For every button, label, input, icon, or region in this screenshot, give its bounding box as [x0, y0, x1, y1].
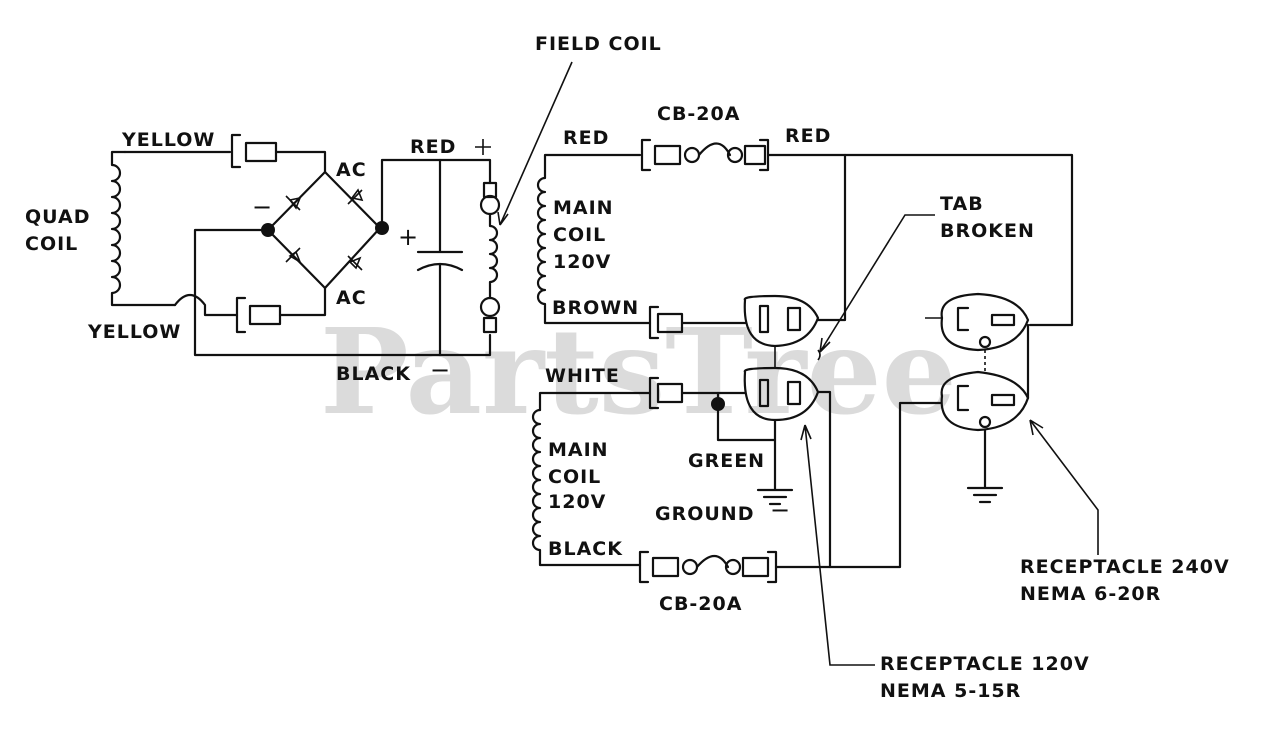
positive-wire: [380, 158, 492, 230]
field-coil-label: FIELD COIL: [535, 33, 662, 55]
ground-label: GROUND: [655, 503, 754, 525]
quad-coil-top-connector: [230, 133, 327, 174]
main-coil-top: [536, 153, 652, 325]
black-line-to-240: [774, 401, 942, 569]
white-connector: [538, 376, 777, 442]
cb-top-label: CB-20A: [657, 103, 740, 125]
field-coil-pointer: [497, 61, 573, 226]
red-field-label: RED: [410, 136, 456, 158]
coil-label: COIL: [25, 233, 78, 255]
main-coil-bottom-voltage: 120V: [548, 491, 606, 513]
breaker-bottom: [638, 550, 778, 584]
yellow-top-label: YELLOW: [121, 129, 215, 151]
ground-minus: −: [770, 496, 790, 524]
breaker-top: [640, 138, 770, 172]
yellow-bottom-label: YELLOW: [87, 321, 181, 343]
bridge-minus: −: [252, 193, 272, 221]
black-bottom-label: BLACK: [548, 538, 623, 560]
green-label: GREEN: [688, 450, 765, 472]
red-line-to-120: [816, 153, 847, 322]
watermark: PartsTree: [320, 302, 957, 441]
field-coil: [479, 181, 501, 334]
bridge-rectifier: [261, 170, 389, 290]
black-field-minus: −: [430, 356, 450, 384]
broken-tab-mark: [817, 349, 821, 361]
receptacle-120-label-1: RECEPTACLE 120V: [880, 653, 1090, 675]
tab-label: TAB: [940, 193, 984, 215]
receptacle-240-label-2: NEMA 6-20R: [1020, 583, 1161, 605]
field-plus-symbol: [475, 139, 491, 155]
bridge-plus: +: [398, 223, 418, 251]
main-coil-bottom: [531, 408, 642, 567]
capacitor: [416, 158, 464, 357]
negative-wire: [193, 228, 492, 357]
black-field-label: BLACK: [336, 363, 411, 385]
cb-bottom-label: CB-20A: [659, 593, 742, 615]
quad-label: QUAD: [25, 206, 90, 228]
red-left-label: RED: [563, 127, 609, 149]
ac-bottom-label: AC: [336, 287, 367, 309]
brown-label: BROWN: [552, 297, 639, 319]
main-coil-top-voltage: 120V: [553, 251, 611, 273]
tab-broken-pointer: [819, 214, 935, 353]
red-line-to-240: [766, 153, 1074, 327]
ground-symbol-120: [756, 438, 794, 506]
brown-connector: [648, 305, 747, 340]
receptacle-240v: [925, 292, 1030, 504]
main-coil-top-main: MAIN: [553, 197, 614, 219]
broken-label: BROKEN: [940, 220, 1035, 242]
ac-top-label: AC: [336, 159, 367, 181]
receptacle-120-pointer: [800, 424, 875, 666]
main-coil-bottom-coil: COIL: [548, 466, 601, 488]
white-label: WHITE: [545, 365, 620, 387]
main-coil-bottom-main: MAIN: [548, 439, 609, 461]
receptacle-240-pointer: [1029, 419, 1099, 555]
receptacle-120-label-2: NEMA 5-15R: [880, 680, 1021, 702]
receptacle-240-label-1: RECEPTACLE 240V: [1020, 556, 1230, 578]
red-right-label: RED: [785, 125, 831, 147]
quad-coil-bottom-connector: [173, 286, 327, 334]
black-line-to-120: [816, 390, 832, 569]
quad-coil: [110, 150, 232, 307]
main-coil-top-coil: COIL: [553, 224, 606, 246]
